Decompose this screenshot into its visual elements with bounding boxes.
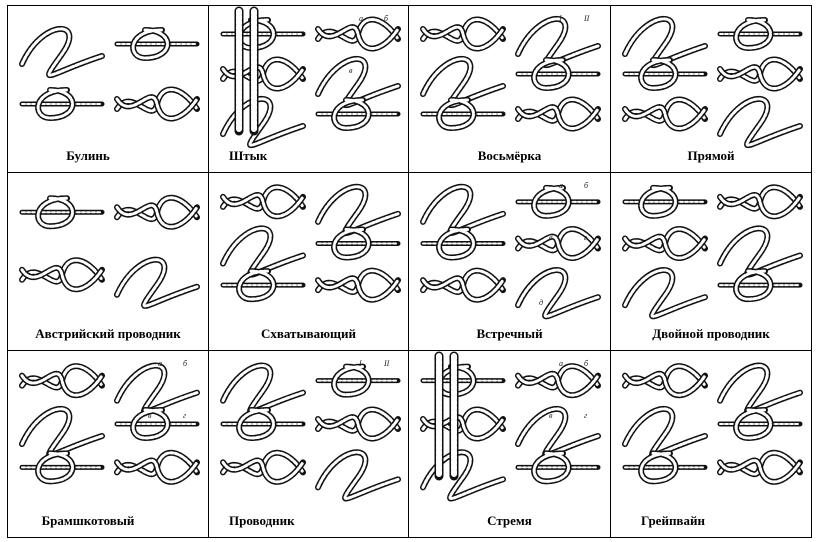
knot-illustration bbox=[19, 26, 200, 122]
figure-mark: I bbox=[559, 14, 562, 23]
knot-name: Проводник bbox=[229, 513, 295, 528]
figure-mark: б bbox=[584, 359, 589, 368]
knot-cell: Булинь bbox=[8, 6, 209, 173]
figure-mark: б bbox=[584, 181, 589, 190]
knot-illustration bbox=[220, 6, 401, 149]
knot-illustration bbox=[220, 362, 401, 502]
figure-mark: д bbox=[539, 298, 544, 307]
figure-mark: I bbox=[359, 359, 362, 368]
knot-cell: Австрийский проводник bbox=[8, 173, 209, 351]
knot-illustration bbox=[420, 16, 601, 132]
knot-name: Встречный bbox=[476, 326, 543, 341]
figure-mark: б bbox=[384, 14, 389, 23]
figure-mark: а bbox=[158, 359, 162, 368]
figure-mark: а bbox=[559, 359, 563, 368]
figure-mark: б bbox=[183, 359, 188, 368]
knot-name: Схватывающий bbox=[260, 326, 357, 341]
figure-mark: а bbox=[359, 14, 363, 23]
knot-name: Прямой bbox=[687, 148, 735, 163]
knot-name: Булинь bbox=[66, 148, 110, 163]
knot-name: Грейпвайн bbox=[641, 513, 705, 528]
figure-mark: в bbox=[148, 411, 152, 420]
knot-name: Стремя bbox=[487, 513, 532, 528]
knot-cell: Грейпвайн bbox=[611, 351, 811, 537]
knot-cell: Прямой bbox=[611, 6, 811, 173]
figure-mark: г bbox=[584, 411, 588, 420]
figure-mark: II bbox=[384, 359, 390, 368]
knot-illustration bbox=[420, 351, 601, 502]
knot-illustration bbox=[19, 362, 200, 485]
knot-name: Австрийский проводник bbox=[35, 326, 181, 341]
figure-mark: в bbox=[549, 233, 553, 242]
knot-cell: Двойной проводник bbox=[611, 173, 811, 351]
knot-illustration bbox=[622, 184, 803, 320]
knot-illustration bbox=[622, 362, 803, 485]
figure-mark: в bbox=[349, 66, 353, 75]
knot-illustration bbox=[19, 194, 200, 309]
knot-cell: Схватывающий bbox=[209, 173, 409, 351]
figure-mark: г bbox=[183, 411, 187, 420]
figure-mark: г bbox=[584, 233, 588, 242]
knot-name: Штык bbox=[229, 148, 268, 163]
knot-illustration bbox=[220, 183, 401, 303]
knot-name: Двойной проводник bbox=[652, 326, 770, 341]
knot-illustration bbox=[622, 16, 803, 149]
figure-mark: в bbox=[549, 411, 553, 420]
figure-mark: а bbox=[559, 181, 563, 190]
knot-illustration bbox=[420, 183, 601, 320]
figure-mark: II bbox=[584, 14, 590, 23]
knot-name: Восьмёрка bbox=[477, 148, 542, 163]
knot-name: Брамшкотовый bbox=[41, 513, 135, 528]
